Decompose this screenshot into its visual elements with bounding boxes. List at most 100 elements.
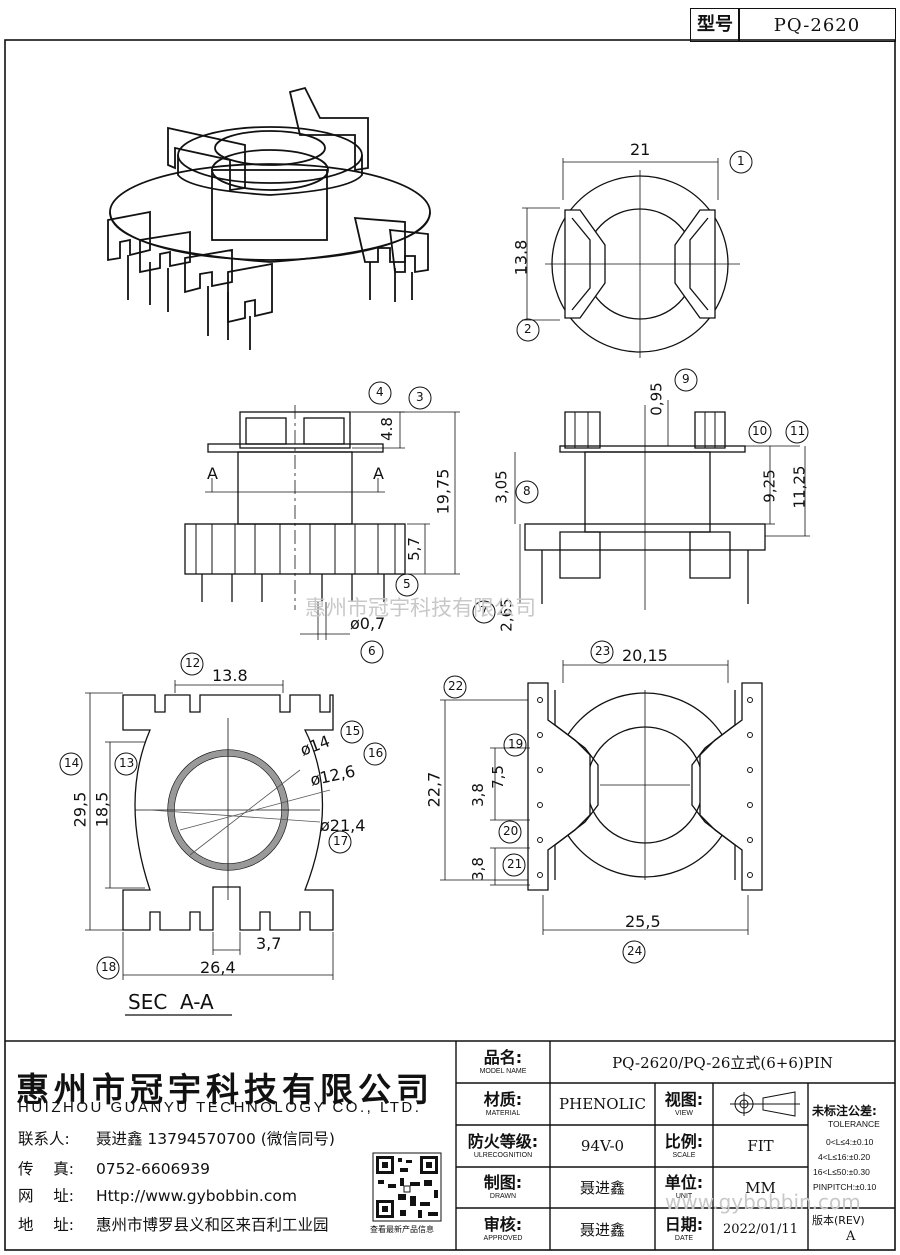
callout-12: 12 [185, 656, 201, 670]
qr-code-icon [372, 1152, 442, 1222]
view-label-cell: 视图: VIEW [655, 1083, 713, 1125]
callout-16: 16 [368, 746, 384, 760]
revision-value: A [846, 1229, 856, 1244]
callout-24: 24 [627, 944, 643, 958]
section-mark-right: A [373, 464, 384, 483]
callout-17: 17 [333, 834, 349, 848]
unit-value-cell: MM [713, 1167, 808, 1208]
dim-25-5: 25,5 [625, 912, 661, 931]
model-name-label-en: MODEL NAME [479, 1067, 527, 1075]
view-label: 视图: [664, 1089, 704, 1109]
unit-value: MM [745, 1178, 776, 1197]
model-value: PQ-2620 [773, 14, 861, 36]
address-row: 地 址: 惠州市博罗县义和区来百利工业园 [18, 1213, 328, 1235]
approved-label-en: APPROVED [483, 1234, 523, 1242]
dim-4-8: 4.8 [377, 417, 396, 441]
dim-5-7: 5,7 [404, 537, 423, 561]
drawn-label-en: DRAWN [489, 1193, 517, 1200]
dim-3-05: 3,05 [492, 470, 511, 504]
scale-label: 比例: [664, 1131, 704, 1151]
side-view [514, 400, 810, 610]
address-label: 地 址: [18, 1216, 74, 1234]
dim-0-95: 0,95 [647, 382, 666, 416]
material-label-cell: 材质: MATERIAL [456, 1083, 550, 1125]
date-value: 2022/01/11 [723, 1221, 798, 1237]
qr-caption: 查看最新产品信息 [370, 1225, 434, 1234]
projection-symbol-icon [730, 1091, 800, 1117]
model-name-value-cell: PQ-2620/PQ-26立式(6+6)PIN [550, 1041, 895, 1083]
scale-label-cell: 比例: SCALE [655, 1125, 713, 1167]
material-label-en: MATERIAL [485, 1109, 521, 1117]
dim-29-5: 29,5 [70, 791, 90, 828]
web-value[interactable]: Http://www.gybobbin.com [95, 1187, 297, 1205]
date-value-cell: 2022/01/11 [713, 1208, 808, 1250]
model-value-cell: PQ-2620 [738, 8, 896, 42]
callout-7: 7 [480, 604, 488, 618]
callout-18: 18 [101, 960, 117, 974]
callout-13: 13 [119, 756, 135, 770]
dim-13-8-top: 13.8 [511, 239, 531, 276]
scale-value: FIT [747, 1137, 774, 1155]
drawn-value: 聂进鑫 [579, 1179, 625, 1197]
callout-19: 19 [508, 737, 524, 751]
material-value-cell: PHENOLIC [550, 1083, 655, 1125]
top-view [522, 158, 740, 358]
tolerance-1: 0<L≤4:±0.10 [826, 1137, 874, 1147]
callout-22: 22 [448, 679, 464, 693]
approved-label-cell: 审核: APPROVED [456, 1208, 550, 1250]
callout-15: 15 [345, 724, 361, 738]
unit-label-en: UNIT [675, 1193, 693, 1200]
fire-rating-value: 94V-0 [580, 1137, 625, 1155]
callout-5: 5 [403, 577, 411, 591]
callout-10: 10 [752, 424, 768, 438]
front-view [184, 405, 460, 640]
material-label: 材质: [483, 1089, 523, 1109]
company-name-cn: 惠州市冠宇科技有限公司 [16, 1070, 434, 1109]
callout-21: 21 [507, 857, 523, 871]
model-name-value: PQ-2620/PQ-26立式(6+6)PIN [612, 1053, 833, 1072]
date-label: 日期: [664, 1214, 704, 1234]
approved-value: 聂进鑫 [579, 1220, 625, 1239]
web-row: 网 址: Http://www.gybobbin.com [18, 1184, 297, 1206]
bottom-view [440, 660, 763, 935]
dim-3-7: 3,7 [256, 934, 282, 953]
section-mark-left: A [207, 464, 218, 483]
dim-3-8-upper: 3,8 [468, 783, 487, 807]
dim-dia-21-4: ø21,4 [320, 816, 366, 835]
model-name-label: 品名: [483, 1047, 523, 1067]
dim-11-25: 11,25 [790, 465, 809, 509]
scale-label-en: SCALE [672, 1151, 696, 1159]
model-label-cell: 型号 [690, 8, 740, 42]
date-label-en: DATE [674, 1234, 694, 1242]
dim-20-15: 20,15 [622, 646, 668, 665]
tolerance-4: PINPITCH:±0.10 [813, 1182, 877, 1192]
dim-7-5: 7,5 [488, 765, 507, 789]
date-label-cell: 日期: DATE [655, 1208, 713, 1250]
dim-22-7: 22,7 [424, 771, 444, 808]
tolerance-en: TOLERANCE [828, 1119, 880, 1129]
fax-label: 传 真: [18, 1160, 74, 1178]
section-aa-view [85, 680, 334, 1016]
approved-label: 审核: [483, 1214, 523, 1234]
watermark-center: 惠州市冠宇科技有限公司 [305, 596, 536, 620]
approved-value-cell: 聂进鑫 [550, 1208, 655, 1250]
section-title: SEC A-A [128, 990, 214, 1014]
callout-14: 14 [64, 756, 80, 770]
contact-row: 联系人: 聂进鑫 13794570700 (微信同号) [18, 1127, 335, 1149]
fire-rating-label-cell: 防火等级: ULRECOGNITION [456, 1125, 550, 1167]
tolerance-title: 未标注公差: [812, 1104, 877, 1118]
tolerance-3: 16<L≤50:±0.30 [813, 1167, 870, 1177]
watermark-footer: www.gybobbin.com [665, 1190, 861, 1214]
company-name-en: HUIZHOU GUANYU TECHNOLOGY CO., LTD. [18, 1099, 422, 1116]
unit-label: 单位: [664, 1173, 704, 1192]
drawn-value-cell: 聂进鑫 [550, 1167, 655, 1208]
scale-value-cell: FIT [713, 1125, 808, 1167]
callout-3: 3 [416, 390, 424, 404]
fire-rating-label: 防火等级: [467, 1131, 539, 1151]
drawn-label-cell: 制图: DRAWN [456, 1167, 550, 1208]
callout-9: 9 [682, 372, 690, 386]
model-name-label-cell: 品名: MODEL NAME [456, 1041, 550, 1083]
callout-4: 4 [376, 385, 384, 399]
